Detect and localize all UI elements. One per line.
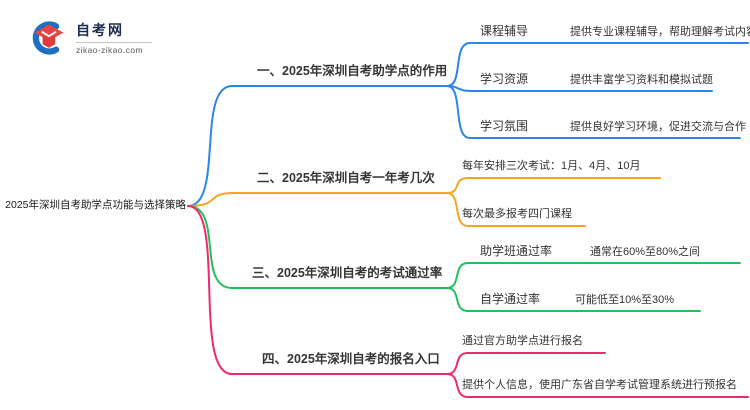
branch-3-child-2-label: 自学通过率	[480, 292, 541, 306]
branch-2-child-1-underline	[446, 177, 661, 194]
branch-1-child-1-underline	[446, 42, 749, 87]
branch-2-child-1-label: 每年安排三次考试：1月、4月、10月	[462, 160, 641, 172]
branch-4-child-2-label: 提供个人信息，使用广东省自学考试管理系统进行预报名	[462, 379, 737, 391]
branch-2-child-2-label: 每次最多报考四门课程	[462, 208, 572, 220]
branch-1-title: 一、2025年深圳自考助学点的作用	[257, 64, 448, 78]
branch-4-title: 四、2025年深圳自考的报名入口	[262, 352, 440, 366]
logo-domain: zikao-zikao.com	[76, 42, 152, 55]
branch-2-trunk-line	[187, 192, 448, 207]
root-node: 2025年深圳自考助学点功能与选择策略	[5, 199, 186, 211]
branch-4-child-1-label: 通过官方助学点进行报名	[462, 335, 583, 347]
branch-3-child-1-label: 助学班通过率	[480, 244, 553, 258]
branch-3-child-1-desc: 通常在60%至80%之间	[590, 246, 701, 258]
graduation-cap-logo-icon	[32, 21, 64, 55]
branch-1-child-1-desc: 提供专业课程辅导，帮助理解考试内容	[570, 26, 750, 38]
branch-1-child-2-desc: 提供丰富学习资料和模拟试题	[570, 74, 713, 86]
branch-4-child-1-underline	[446, 352, 606, 375]
branch-1-child-1-label: 课程辅导	[480, 24, 529, 38]
branch-4-trunk-line	[187, 205, 448, 375]
branch-1-child-3-desc: 提供良好学习环境，促进交流与合作	[570, 121, 746, 133]
branch-3-child-1-underline	[446, 262, 741, 289]
branch-3-trunk-line	[187, 205, 448, 289]
branch-3-title: 三、2025年深圳自考的考试通过率	[252, 266, 443, 280]
branch-1-child-3-label: 学习氛围	[480, 119, 529, 133]
site-logo: 自考网 zikao-zikao.com	[30, 20, 152, 56]
logo-title: 自考网	[76, 22, 124, 38]
branch-2-child-2-underline	[446, 192, 586, 227]
branch-2-title: 二、2025年深圳自考一年考几次	[257, 171, 435, 185]
branch-1-trunk-line	[187, 85, 448, 207]
branch-4-child-2-underline	[446, 373, 749, 398]
logo-text-block: 自考网 zikao-zikao.com	[76, 20, 152, 55]
branch-3-child-2-underline	[446, 287, 701, 312]
branch-1-child-2-label: 学习资源	[480, 72, 529, 86]
branch-1-child-3-underline	[446, 85, 741, 139]
branch-3-child-2-desc: 可能低至10%至30%	[575, 294, 675, 306]
